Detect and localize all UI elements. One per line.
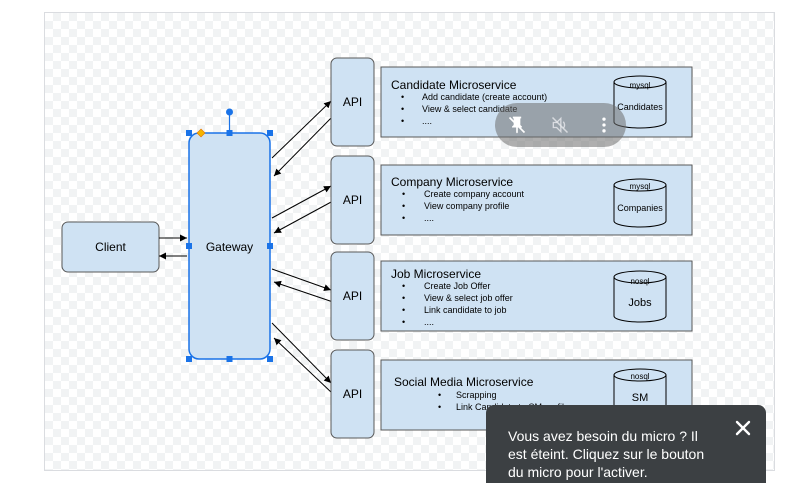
microservice-title: Company Microservice xyxy=(391,175,513,189)
selection-handles[interactable] xyxy=(186,108,273,363)
svg-text:•: • xyxy=(438,390,441,400)
api4-gateway-arrow xyxy=(273,337,333,394)
database-cylinder[interactable]: nosql Jobs xyxy=(613,270,667,323)
bullet-text: View & select candidate xyxy=(422,104,517,114)
microservice-title: Social Media Microservice xyxy=(394,375,534,389)
api2-gateway-arrow xyxy=(273,200,334,234)
api3-gateway-arrow xyxy=(273,280,334,303)
db-type-label: nosql xyxy=(630,277,649,286)
meeting-controls-overlay xyxy=(495,103,626,147)
mute-speaker-icon[interactable] xyxy=(545,110,575,140)
api-box[interactable] xyxy=(330,349,375,439)
gateway-api2-arrow xyxy=(271,185,332,219)
bullet-text: .... xyxy=(424,213,434,223)
bullet-text: View company profile xyxy=(424,201,509,211)
gateway-api4-arrow xyxy=(271,322,332,384)
gateway-label: Gateway xyxy=(206,240,253,254)
svg-text:•: • xyxy=(402,305,405,315)
svg-text:•: • xyxy=(402,293,405,303)
gateway-api3-arrow xyxy=(271,268,332,291)
db-type-label: nosql xyxy=(630,372,649,381)
api-label: API xyxy=(343,193,362,207)
service-company: API Company Microservice • Create company… xyxy=(330,155,693,245)
bullet-text: Create company account xyxy=(424,189,525,199)
svg-text:•: • xyxy=(401,104,404,114)
pin-off-icon[interactable] xyxy=(502,110,532,140)
mic-notification-toast: Vous avez besoin du micro ? Il est étein… xyxy=(486,405,766,483)
db-name-label: SM xyxy=(632,392,649,404)
service-job: API Job Microservice • Create Job Offer •… xyxy=(330,251,693,341)
bullet-text: .... xyxy=(422,116,432,126)
api-box[interactable] xyxy=(330,57,375,147)
db-name-label: Candidates xyxy=(617,102,663,112)
api-label: API xyxy=(343,95,362,109)
svg-text:•: • xyxy=(402,189,405,199)
db-name-label: Jobs xyxy=(628,297,652,309)
api-label: API xyxy=(343,387,362,401)
svg-text:•: • xyxy=(402,201,405,211)
db-name-label: Companies xyxy=(617,203,663,213)
bullet-text: Link candidate to job xyxy=(424,305,507,315)
svg-text:•: • xyxy=(402,317,405,327)
bullet-text: Scrapping xyxy=(456,390,497,400)
api-box[interactable] xyxy=(330,155,375,245)
svg-text:•: • xyxy=(402,281,405,291)
bullet-list: • Add candidate (create account) • View & … xyxy=(401,92,547,126)
gateway-api1-arrow xyxy=(271,100,332,159)
api1-gateway-arrow xyxy=(273,112,337,177)
database-cylinder[interactable]: mysql Companies xyxy=(613,178,667,228)
client-label: Client xyxy=(95,240,126,254)
bullet-text: Add candidate (create account) xyxy=(422,92,547,102)
api-label: API xyxy=(343,289,362,303)
bullet-text: Create Job Offer xyxy=(424,281,490,291)
microservice-title: Candidate Microservice xyxy=(391,78,517,92)
db-type-label: mysql xyxy=(630,182,651,191)
bullet-list: • Create Job Offer • View & select job off… xyxy=(402,281,513,327)
svg-text:•: • xyxy=(401,116,404,126)
microservice-title: Job Microservice xyxy=(391,267,481,281)
close-icon[interactable] xyxy=(732,417,754,439)
client-box[interactable] xyxy=(61,221,160,273)
api-box[interactable] xyxy=(330,251,375,341)
bullet-list: • Create company account • View company pr… xyxy=(402,189,525,223)
bullet-text: View & select job offer xyxy=(424,293,513,303)
more-vert-icon[interactable] xyxy=(589,110,619,140)
database-cylinder[interactable]: mysql Candidates xyxy=(613,75,667,129)
svg-text:•: • xyxy=(438,402,441,412)
db-type-label: mysql xyxy=(630,81,651,90)
toast-message: Vous avez besoin du micro ? Il est étein… xyxy=(508,428,705,480)
svg-text:•: • xyxy=(402,213,405,223)
bullet-text: .... xyxy=(424,317,434,327)
svg-text:•: • xyxy=(401,92,404,102)
